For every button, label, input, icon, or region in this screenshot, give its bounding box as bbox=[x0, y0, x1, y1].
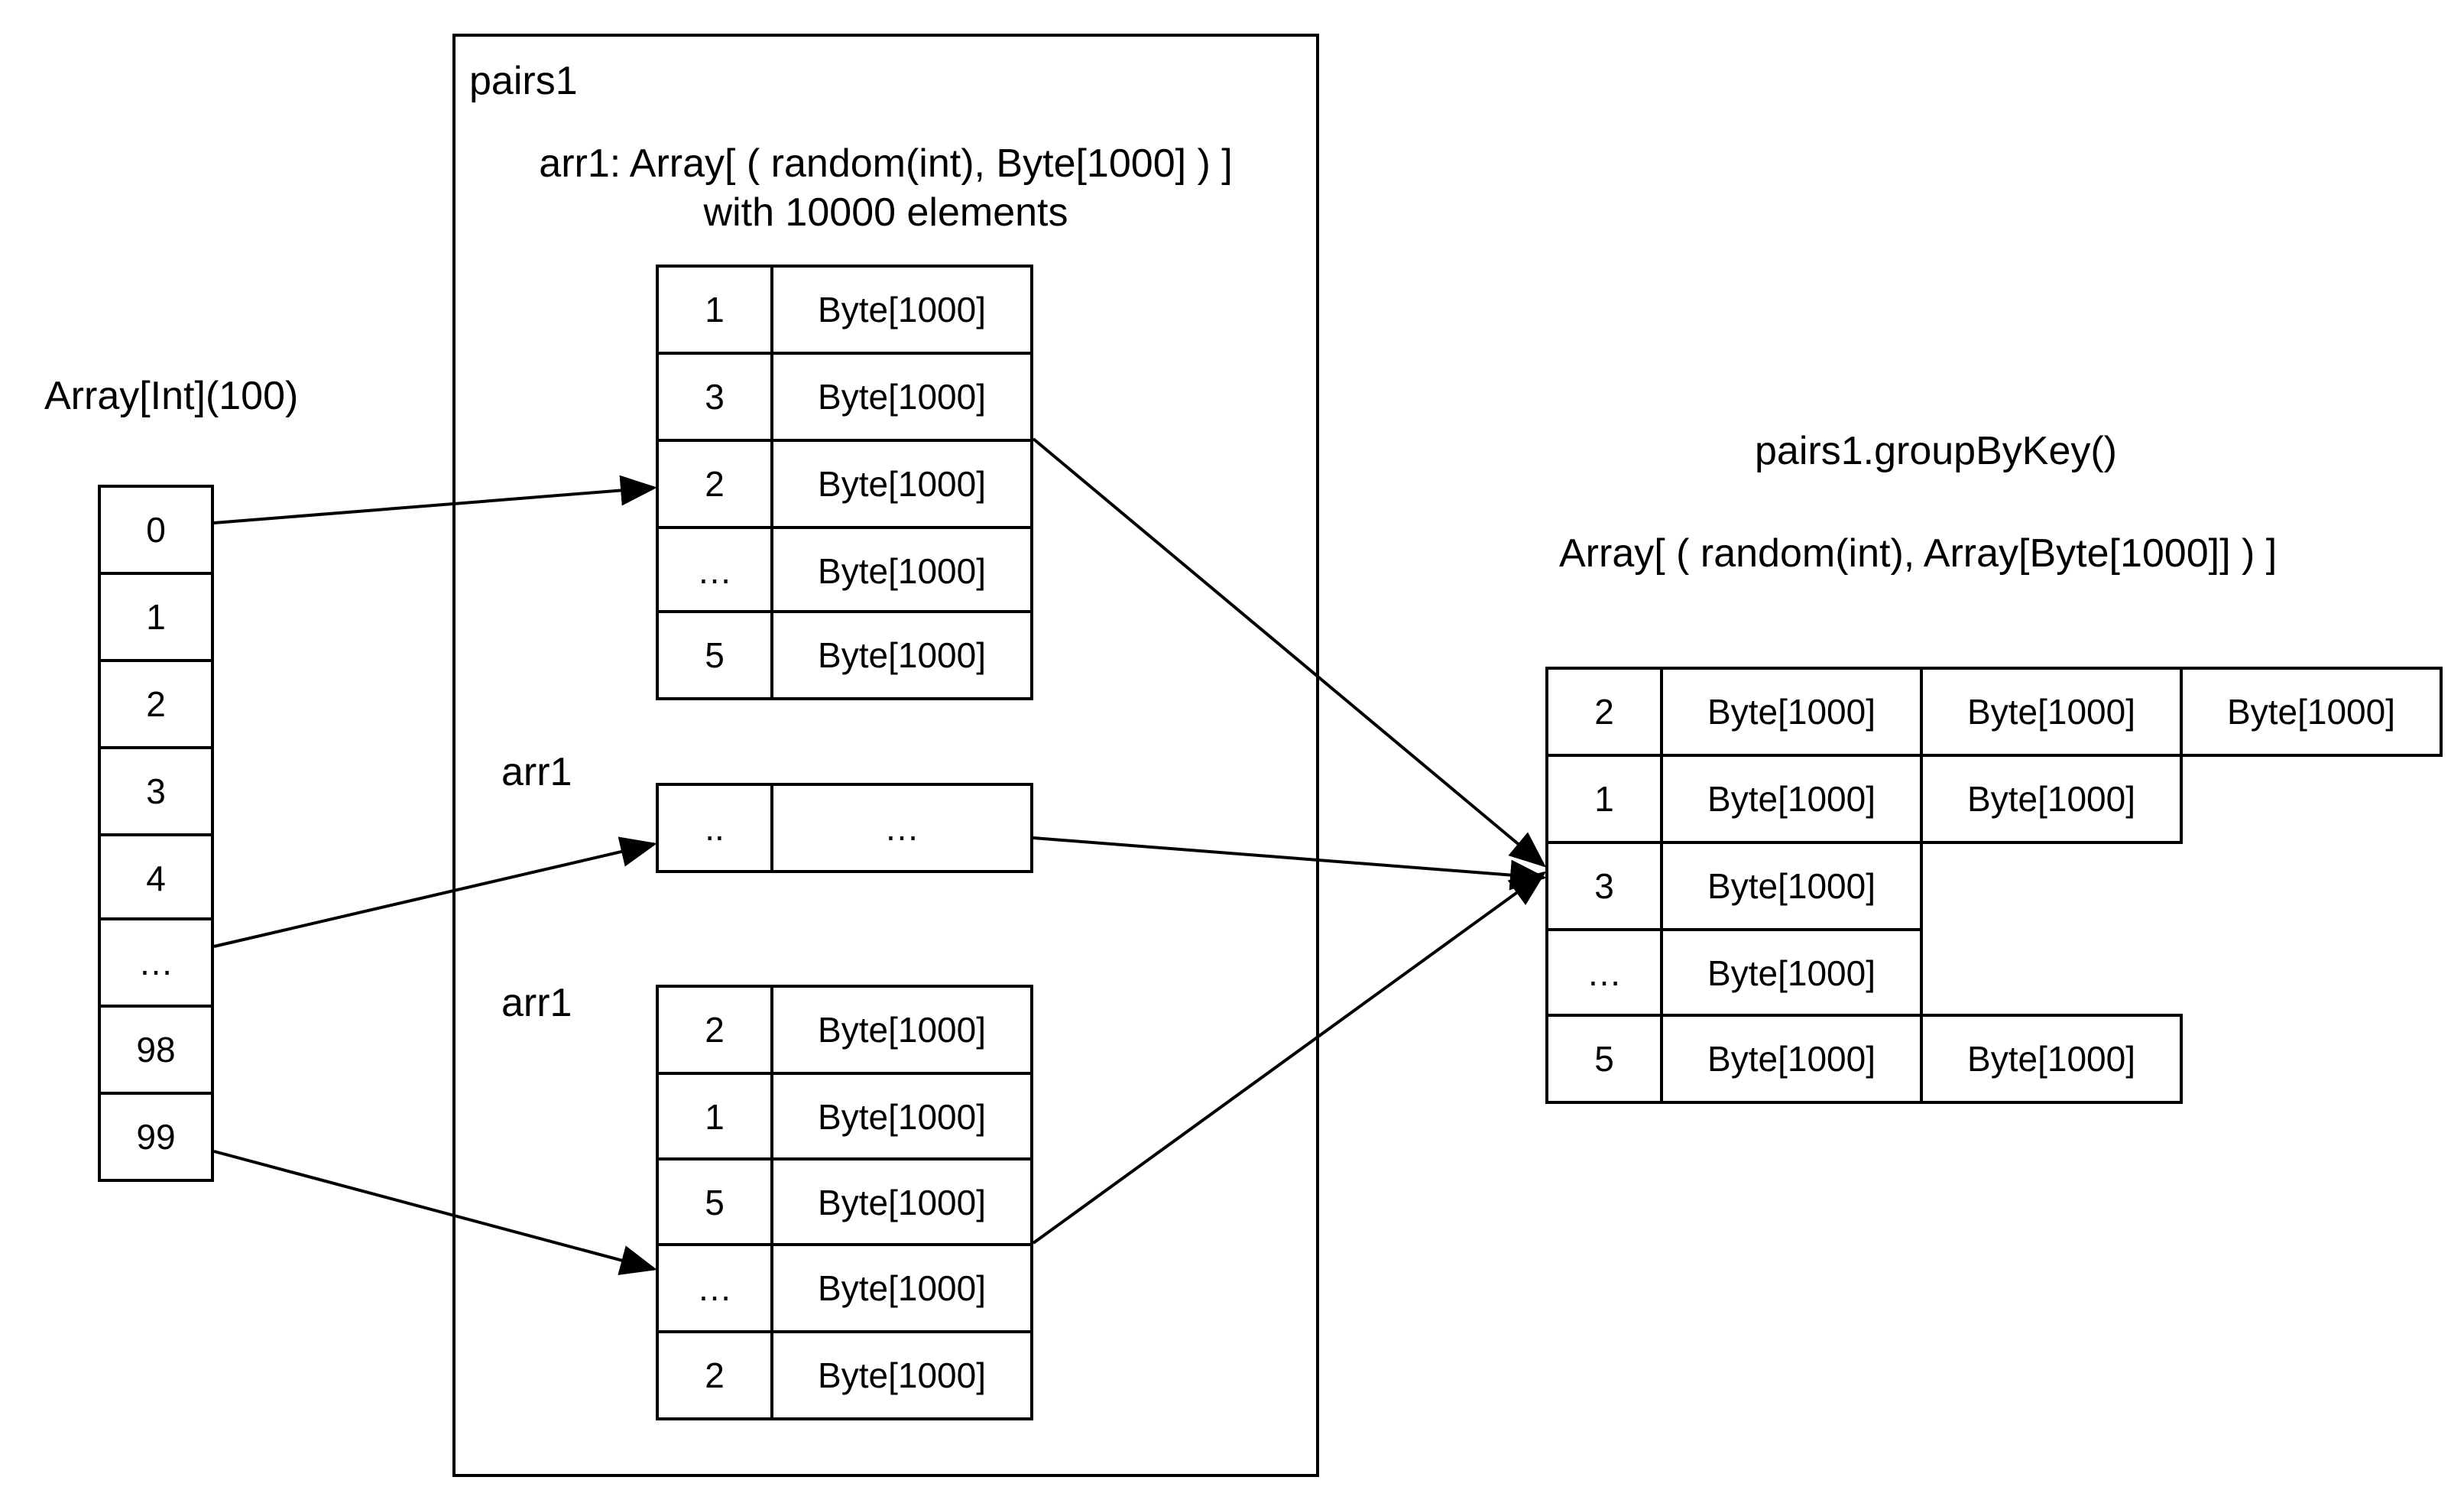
table-value-cell: Byte[1000] bbox=[770, 265, 1033, 355]
table-value-cell: Byte[1000] bbox=[770, 352, 1033, 442]
result-value-cell: Byte[1000] bbox=[1660, 841, 1923, 931]
result-value-cell: Byte[1000] bbox=[1920, 1014, 2183, 1104]
arr1-type-label: arr1: Array[ ( random(int), Byte[1000] )… bbox=[452, 144, 1319, 232]
result-key-cell: … bbox=[1545, 928, 1663, 1018]
result-title: pairs1.groupByKey() bbox=[1755, 429, 2117, 473]
result-value-cell: Byte[1000] bbox=[1660, 1014, 1923, 1104]
table-key-cell: … bbox=[656, 526, 773, 616]
result-value-cell: Byte[1000] bbox=[1660, 667, 1923, 757]
left-array-cell: 4 bbox=[98, 833, 214, 924]
result-type-label: Array[ ( random(int), Array[Byte[1000]] … bbox=[1559, 531, 2278, 576]
table-key-cell: 1 bbox=[656, 265, 773, 355]
result-value-cell: Byte[1000] bbox=[2180, 667, 2443, 757]
pairs1-title: pairs1 bbox=[469, 59, 578, 103]
table-key-cell: 3 bbox=[656, 352, 773, 442]
arr1-type-line2: with 10000 elements bbox=[703, 190, 1068, 235]
arr1-title-3: arr1 bbox=[501, 981, 572, 1025]
table-value-cell: Byte[1000] bbox=[770, 1243, 1033, 1333]
table-value-cell: … bbox=[770, 783, 1033, 873]
table-value-cell: Byte[1000] bbox=[770, 1330, 1033, 1420]
result-value-cell: Byte[1000] bbox=[1920, 667, 2183, 757]
left-array-cell: 1 bbox=[98, 572, 214, 662]
result-key-cell: 5 bbox=[1545, 1014, 1663, 1104]
arr1-type-line1: arr1: Array[ ( random(int), Byte[1000] )… bbox=[539, 141, 1233, 186]
table-value-cell: Byte[1000] bbox=[770, 439, 1033, 529]
left-array-cell: 99 bbox=[98, 1092, 214, 1182]
left-array-cell: 2 bbox=[98, 659, 214, 749]
table-value-cell: Byte[1000] bbox=[770, 610, 1033, 700]
result-value-cell: Byte[1000] bbox=[1920, 754, 2183, 844]
left-array-cell: … bbox=[98, 917, 214, 1008]
table-key-cell: 2 bbox=[656, 1330, 773, 1420]
table-key-cell: 5 bbox=[656, 610, 773, 700]
table-value-cell: Byte[1000] bbox=[770, 985, 1033, 1075]
table-value-cell: Byte[1000] bbox=[770, 526, 1033, 616]
table-key-cell: 2 bbox=[656, 439, 773, 529]
left-array-cell: 98 bbox=[98, 1005, 214, 1095]
result-value-cell: Byte[1000] bbox=[1660, 928, 1923, 1018]
left-array-title: Array[Int](100) bbox=[44, 374, 299, 418]
left-array-cell: 3 bbox=[98, 746, 214, 836]
arr1-title-2: arr1 bbox=[501, 750, 572, 794]
table-value-cell: Byte[1000] bbox=[770, 1157, 1033, 1248]
table-key-cell: .. bbox=[656, 783, 773, 873]
table-value-cell: Byte[1000] bbox=[770, 1072, 1033, 1162]
left-array-cell: 0 bbox=[98, 485, 214, 575]
result-value-cell: Byte[1000] bbox=[1660, 754, 1923, 844]
result-key-cell: 2 bbox=[1545, 667, 1663, 757]
table-key-cell: 5 bbox=[656, 1157, 773, 1248]
table-key-cell: … bbox=[656, 1243, 773, 1333]
result-key-cell: 1 bbox=[1545, 754, 1663, 844]
table-key-cell: 2 bbox=[656, 985, 773, 1075]
result-key-cell: 3 bbox=[1545, 841, 1663, 931]
table-key-cell: 1 bbox=[656, 1072, 773, 1162]
